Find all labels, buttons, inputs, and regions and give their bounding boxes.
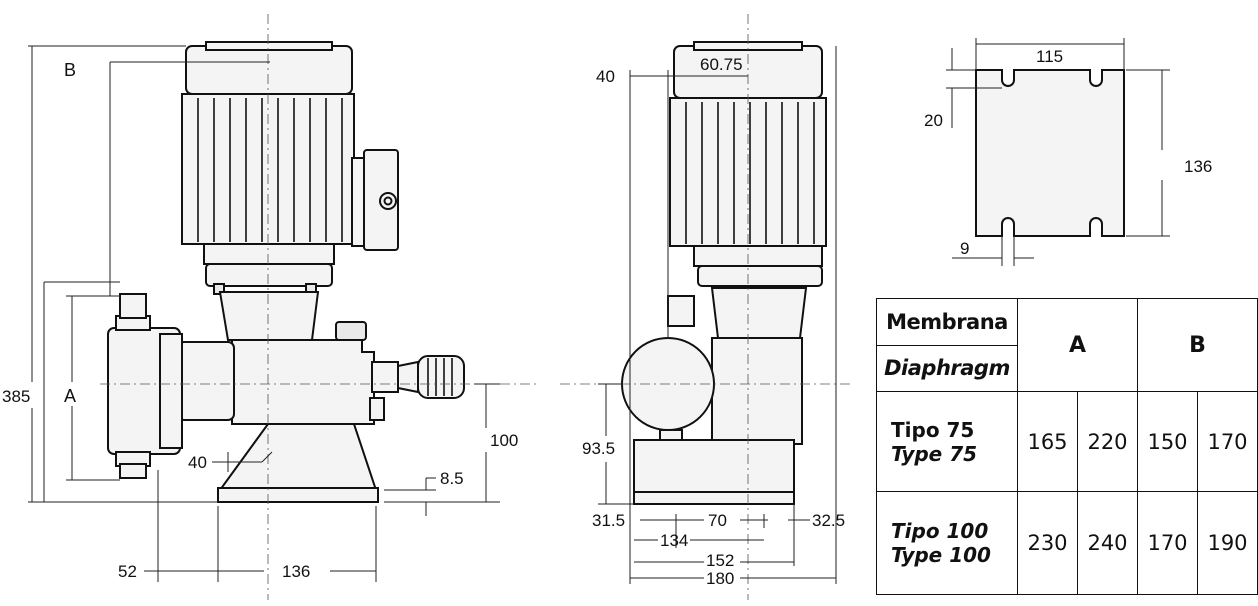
row-label-it: Tipo 75 bbox=[891, 417, 975, 442]
pump-body bbox=[231, 339, 375, 425]
dim-385: 385 bbox=[2, 387, 30, 406]
cell-b1: 150 bbox=[1137, 391, 1198, 492]
cell-a2: 220 bbox=[1077, 391, 1138, 492]
dim-134: 134 bbox=[660, 531, 688, 550]
label-a: A bbox=[64, 386, 76, 406]
dim-20: 20 bbox=[924, 111, 943, 130]
dim-115: 115 bbox=[1036, 47, 1063, 66]
gear-housing-neck bbox=[218, 291, 320, 341]
dim-152: 152 bbox=[706, 551, 734, 570]
dim-136-side: 136 bbox=[282, 562, 310, 581]
row-label-it: Tipo 100 bbox=[891, 519, 989, 543]
front-pump-body bbox=[711, 337, 803, 445]
cell-a1: 165 bbox=[1017, 391, 1078, 492]
dim-40-side: 40 bbox=[188, 453, 207, 472]
header-col-a: A bbox=[1017, 298, 1138, 392]
dim-31-5: 31.5 bbox=[592, 511, 625, 530]
dim-60-75: 60.75 bbox=[700, 55, 743, 74]
motor-flange bbox=[203, 243, 335, 265]
dim-40-front: 40 bbox=[596, 67, 615, 86]
row-type-100: Tipo 100 Type 100 bbox=[876, 491, 1018, 595]
motor-adapter bbox=[205, 263, 333, 287]
base-plate-view: 115 20 136 9 bbox=[924, 38, 1212, 266]
front-pedestal bbox=[633, 439, 795, 493]
dim-8-5: 8.5 bbox=[440, 469, 464, 488]
row-label-en: Type 100 bbox=[891, 543, 991, 567]
dim-9: 9 bbox=[960, 239, 969, 258]
pump-pedestal bbox=[218, 423, 378, 491]
dim-136-plate: 136 bbox=[1184, 157, 1212, 176]
table-header-row: Membrana Diaphragm A B bbox=[876, 298, 1258, 392]
cell-a2: 240 bbox=[1077, 491, 1138, 595]
header-col-b: B bbox=[1137, 298, 1258, 392]
motor-cap bbox=[185, 45, 353, 95]
side-view: B A 385 100 40 8.5 52 136 bbox=[2, 14, 540, 600]
table-row: Tipo 100 Type 100 230 240 170 190 bbox=[876, 491, 1258, 595]
motor-ribs bbox=[197, 98, 343, 242]
dim-70: 70 bbox=[708, 511, 727, 530]
front-motor-cap bbox=[673, 45, 823, 99]
cell-a1: 230 bbox=[1017, 491, 1078, 595]
base-plate bbox=[975, 69, 1125, 237]
pump-base-plate bbox=[217, 487, 379, 503]
oil-plug bbox=[335, 321, 367, 341]
dim-100: 100 bbox=[490, 431, 518, 450]
dim-180: 180 bbox=[706, 569, 734, 588]
cell-b1: 170 bbox=[1137, 491, 1198, 595]
pump-flange bbox=[177, 341, 235, 421]
dimension-lines bbox=[28, 45, 500, 582]
header-membrana: Membrana bbox=[886, 310, 1008, 334]
motor-cap-top bbox=[205, 41, 333, 51]
cell-b2: 190 bbox=[1197, 491, 1258, 595]
dim-93-5: 93.5 bbox=[582, 439, 615, 458]
header-diaphragm: Diaphragm bbox=[877, 345, 1017, 391]
dim-52: 52 bbox=[118, 562, 137, 581]
stroke-adjust-knob bbox=[417, 355, 465, 399]
label-b: B bbox=[64, 60, 76, 80]
cell-b2: 170 bbox=[1197, 391, 1258, 492]
row-label-en: Type 75 bbox=[891, 441, 978, 466]
dim-32-5: 32.5 bbox=[812, 511, 845, 530]
row-type-75: Tipo 75 Type 75 bbox=[876, 391, 1018, 492]
header-cell-diaphragm: Membrana Diaphragm bbox=[876, 298, 1018, 392]
table-row: Tipo 75 Type 75 165 220 150 170 bbox=[876, 391, 1258, 492]
front-view: 40 60.75 93.5 31.5 70 32.5 134 152 180 bbox=[560, 14, 850, 600]
diaphragm-dimension-table: Membrana Diaphragm A B Tipo 75 Type 75 1… bbox=[876, 298, 1258, 595]
